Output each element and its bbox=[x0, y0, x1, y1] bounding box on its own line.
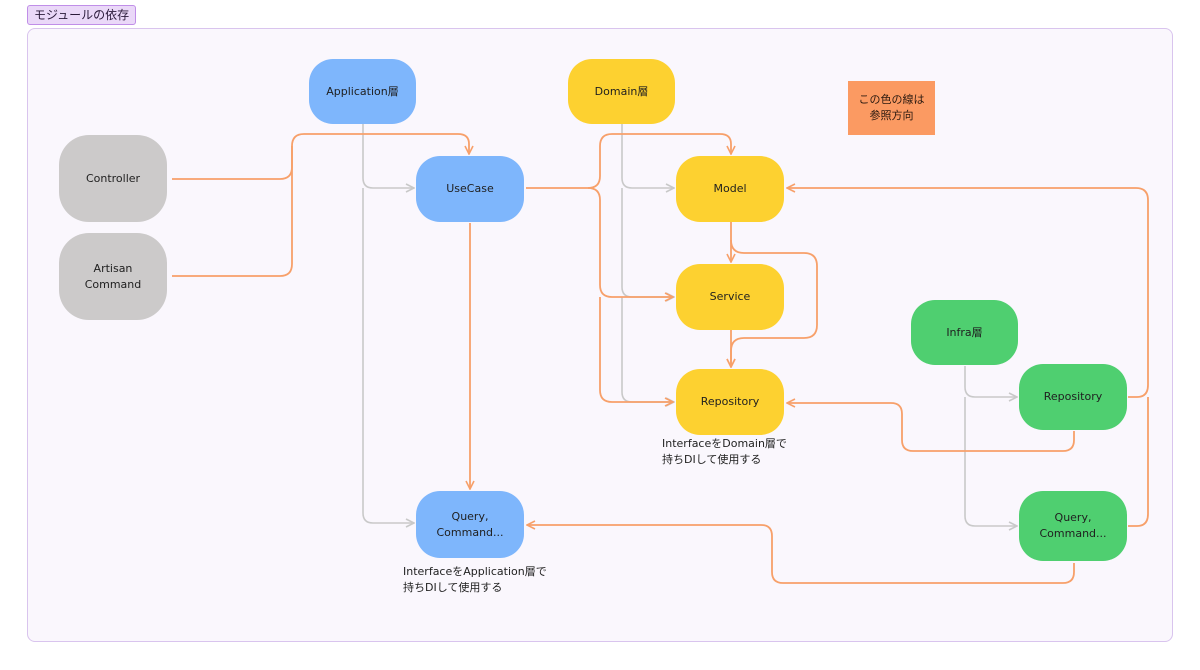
infra-layer-to-query-line bbox=[964, 397, 1017, 526]
app-query-note: InterfaceをApplication層で 持ちDIして使用する bbox=[403, 565, 547, 594]
infra-query-to-app-query-line bbox=[527, 525, 1075, 584]
model-to-repository-line bbox=[731, 239, 818, 367]
domain-layer-to-service-line bbox=[621, 188, 674, 297]
app-query-command-node: Query, Command... bbox=[416, 491, 524, 558]
app-layer-to-usecase-line bbox=[362, 124, 414, 188]
domain-layer-to-repository-line bbox=[621, 297, 674, 402]
usecase-node: UseCase bbox=[416, 156, 524, 222]
artisan-command-node: Artisan Command bbox=[59, 233, 167, 320]
service-node: Service bbox=[676, 264, 784, 330]
infra-query-to-model-line bbox=[1128, 397, 1149, 527]
domain-layer-node: Domain層 bbox=[568, 59, 675, 124]
controller-node: Controller bbox=[59, 135, 167, 222]
infra-layer-node: Infra層 bbox=[911, 300, 1018, 365]
controller-to-usecase-line bbox=[172, 133, 469, 180]
domain-repository-node: Repository bbox=[676, 369, 784, 435]
usecase-to-model-line bbox=[526, 133, 731, 189]
usecase-to-repository-line bbox=[599, 297, 673, 402]
infra-repository-to-model-line bbox=[787, 188, 1149, 398]
infra-layer-to-repository-line bbox=[964, 366, 1017, 397]
domain-layer-to-model-line bbox=[621, 124, 674, 188]
legend-note: この色の線は 参照方向 bbox=[848, 81, 935, 135]
infra-repository-node: Repository bbox=[1019, 364, 1127, 430]
artisan-to-usecase-line bbox=[172, 146, 293, 277]
section-label: モジュールの依存 bbox=[27, 5, 137, 25]
usecase-to-service-line bbox=[587, 187, 673, 297]
model-node: Model bbox=[676, 156, 784, 222]
infra-query-command-node: Query, Command... bbox=[1019, 491, 1127, 561]
infra-repository-to-domain-repository-line bbox=[787, 403, 1075, 452]
application-layer-node: Application層 bbox=[309, 59, 416, 124]
app-layer-to-query-line bbox=[362, 188, 414, 523]
domain-repository-note: InterfaceをDomain層で 持ちDIして使用する bbox=[662, 437, 787, 466]
